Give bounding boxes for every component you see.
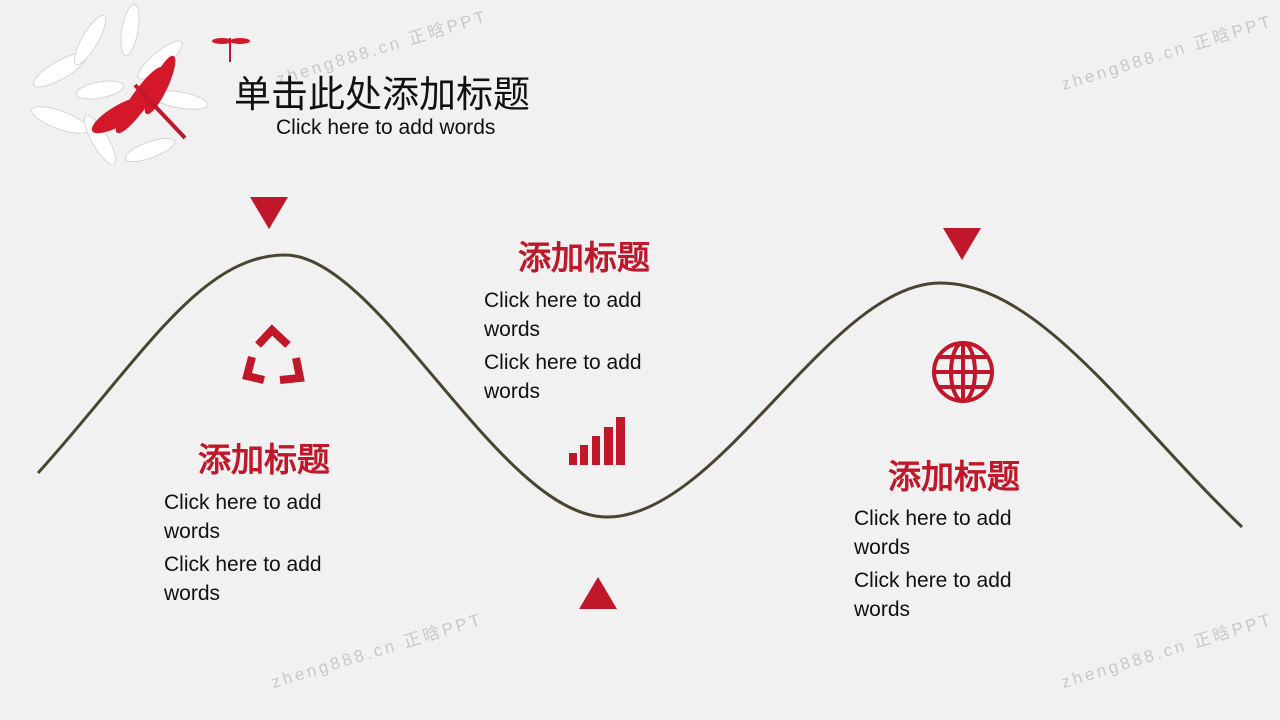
item-text-1b[interactable]: Click here to add words (164, 553, 322, 605)
leaf-dragonfly-decoration (31, 3, 250, 166)
triangle-up-marker-2 (579, 577, 617, 609)
item-heading-2[interactable]: 添加标题 (518, 239, 650, 276)
bar-chart-icon (569, 417, 625, 465)
item-text-1a[interactable]: Click here to add words (164, 491, 322, 543)
triangle-down-marker-3 (943, 228, 981, 260)
globe-icon (932, 341, 994, 403)
item-text-2a[interactable]: Click here to add words (484, 289, 642, 341)
page-subtitle[interactable]: Click here to add words (276, 116, 496, 139)
item-text-3a[interactable]: Click here to add words (854, 507, 1012, 559)
item-text-3b[interactable]: Click here to add words (854, 569, 1012, 621)
recycle-icon (242, 324, 305, 384)
triangle-down-marker-1 (250, 197, 288, 229)
page-title[interactable]: 单击此处添加标题 (234, 74, 530, 115)
item-text-2b[interactable]: Click here to add words (484, 351, 642, 403)
item-heading-1[interactable]: 添加标题 (198, 441, 330, 478)
item-heading-3[interactable]: 添加标题 (888, 458, 1020, 495)
wave-curve (36, 253, 1244, 529)
